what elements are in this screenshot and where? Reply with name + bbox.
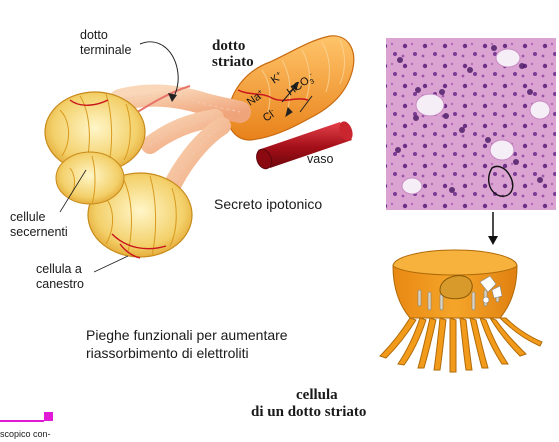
histology-micrograph — [386, 38, 556, 210]
label-striated-duct: dotto striato — [212, 38, 254, 70]
duct-terminal-arrowhead — [168, 93, 177, 102]
duct-lumen — [495, 48, 521, 68]
label-duct-terminal: dotto terminale — [80, 28, 132, 57]
ion-cl-label: Cl- — [261, 107, 279, 125]
cell-title-line1: cellula — [296, 387, 338, 403]
duct-lumen — [415, 93, 445, 117]
caption-folds-line1: Pieghe funzionali per aumentare — [86, 327, 288, 343]
caption-folds-line2: riassorbimento di elettroliti — [86, 345, 249, 361]
blood-vessel — [256, 121, 353, 170]
cell-title-line2: di un dotto striato — [251, 404, 367, 420]
ion-k-label: K+ — [269, 70, 285, 86]
label-secreting-cells: cellule secernenti — [10, 210, 68, 239]
granules — [479, 275, 503, 304]
basket-cell-pointer — [93, 255, 129, 273]
striated-duct-cells — [261, 39, 345, 113]
striated-duct — [227, 35, 355, 141]
footer-accent-line — [0, 420, 44, 422]
footer-fragment: scopico con- — [0, 429, 51, 439]
label-vessel: vaso — [307, 152, 334, 166]
duct-lumen — [401, 177, 423, 195]
cell-nucleus — [439, 275, 473, 300]
striated-duct-cell — [379, 249, 543, 373]
secreting-cells-pointer — [59, 169, 87, 213]
acinus-left — [55, 151, 125, 205]
basal-folds — [379, 317, 543, 373]
duct-lumen — [489, 139, 515, 161]
gland-illustration — [44, 35, 355, 273]
cell-outline — [488, 165, 514, 197]
label-basket-cell: cellula a canestro — [36, 262, 84, 291]
duct-terminal-arrow — [139, 41, 179, 101]
ion-transport-arrows — [281, 82, 313, 118]
duct-lumen — [529, 100, 551, 120]
caption-secretion: Secreto ipotonico — [214, 196, 323, 212]
capillary — [237, 89, 309, 102]
footer-accent-square — [44, 412, 53, 421]
down-arrow — [488, 212, 498, 245]
